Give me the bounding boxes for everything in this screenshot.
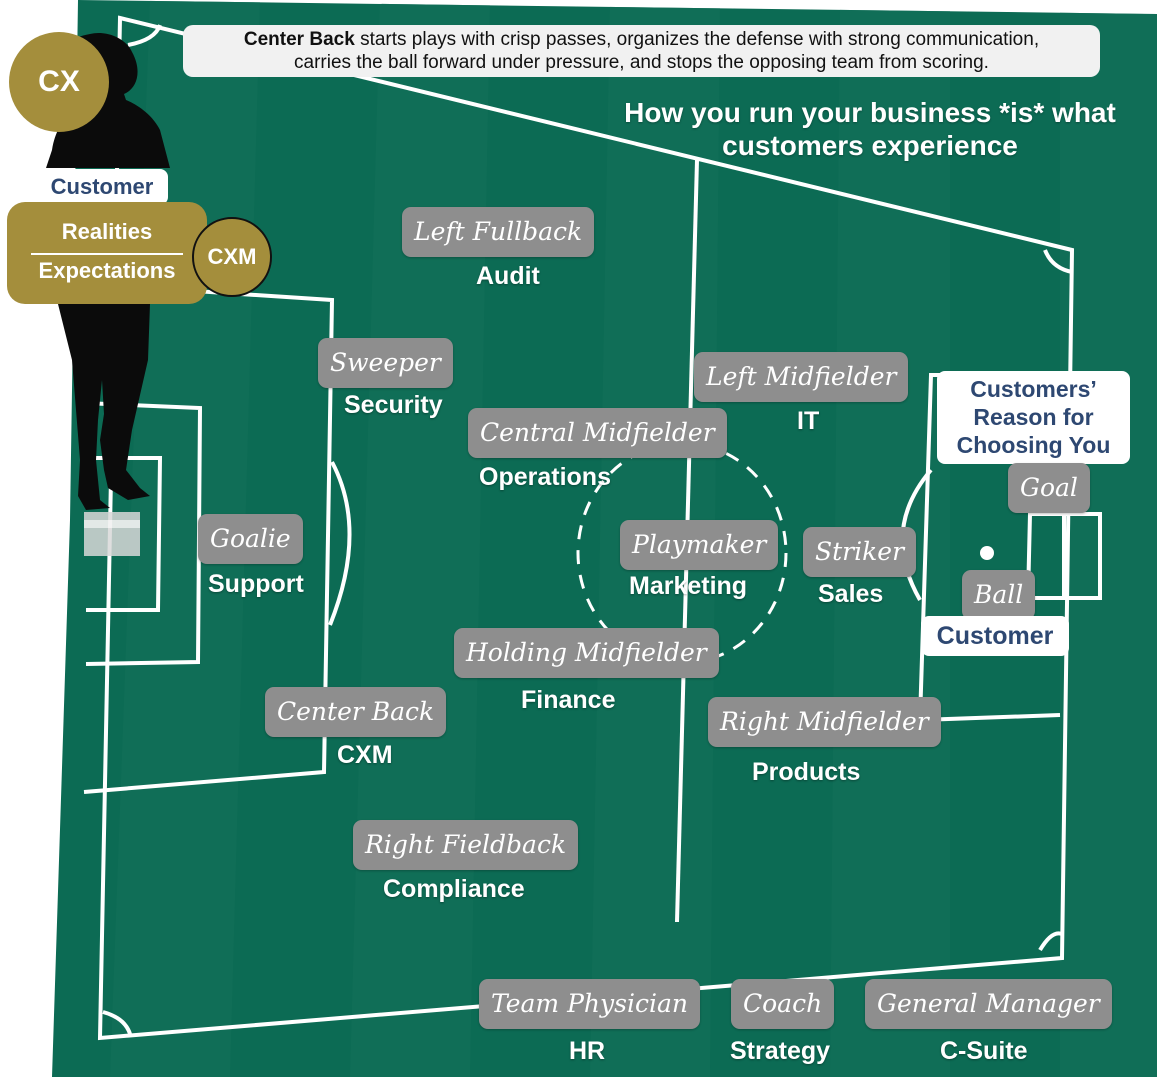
- position-right-midfielder: Right Midfielder: [708, 697, 941, 747]
- center-back-caption: Center Back starts plays with crisp pass…: [183, 25, 1100, 77]
- headline-line2: customers experience: [722, 130, 1018, 161]
- divider-line: [31, 253, 183, 255]
- position-striker: Striker: [803, 527, 917, 577]
- expectations-label: Expectations: [38, 258, 176, 283]
- caption-bold: Center Back: [243, 29, 355, 50]
- headline-line1: How you run your business *is* what: [624, 97, 1116, 128]
- reason-for-choosing-tag: Customers’ Reason for Choosing You: [937, 371, 1130, 464]
- function-strategy: Strategy: [730, 1037, 831, 1065]
- function-it: IT: [797, 407, 820, 435]
- position-playmaker: Playmaker: [620, 520, 779, 570]
- function-compliance: Compliance: [383, 875, 525, 903]
- function-support: Support: [208, 570, 304, 598]
- headline: How you run your business *is* what cust…: [592, 96, 1148, 162]
- position-center-back: Center Back: [265, 687, 447, 737]
- reason-line3: Choosing You: [956, 432, 1111, 458]
- function-sales: Sales: [818, 580, 884, 608]
- function-audit: Audit: [476, 262, 540, 290]
- realities-label: Realities: [61, 219, 153, 244]
- function-cxm: CXM: [337, 741, 393, 769]
- position-holding-midfielder: Holding Midfielder: [454, 628, 719, 678]
- ball-customer-tag: Customer: [921, 616, 1069, 656]
- function-c-suite: C-Suite: [940, 1037, 1028, 1065]
- cx-circle: CX: [9, 32, 109, 132]
- position-sweeper: Sweeper: [318, 338, 453, 388]
- staff-general-manager: General Manager: [865, 979, 1112, 1029]
- function-operations: Operations: [479, 463, 611, 491]
- ball-chip: Ball: [962, 570, 1036, 620]
- position-left-midfielder: Left Midfielder: [694, 352, 909, 402]
- position-right-fieldback: Right Fieldback: [353, 820, 579, 870]
- caption-line2: carries the ball forward under pressure,…: [294, 52, 989, 73]
- function-products: Products: [752, 758, 861, 786]
- caption-line1: starts plays with crisp passes, organize…: [360, 29, 1040, 50]
- position-goalie: Goalie: [198, 514, 303, 564]
- function-marketing: Marketing: [629, 572, 748, 600]
- cxm-circle: CXM: [192, 217, 272, 297]
- function-finance: Finance: [521, 686, 616, 714]
- function-security: Security: [344, 391, 443, 419]
- staff-coach: Coach: [731, 979, 835, 1029]
- staff-team-physician: Team Physician: [479, 979, 700, 1029]
- realities-expectations-box: Realities Expectations: [7, 202, 207, 304]
- position-left-fullback: Left Fullback: [402, 207, 595, 257]
- position-central-midfielder: Central Midfielder: [468, 408, 727, 458]
- goal-chip: Goal: [1008, 463, 1090, 513]
- function-hr: HR: [569, 1037, 606, 1065]
- customer-tag: Customer: [36, 169, 168, 205]
- reason-line1: Customers’: [970, 376, 1097, 402]
- reason-line2: Reason for: [973, 404, 1094, 430]
